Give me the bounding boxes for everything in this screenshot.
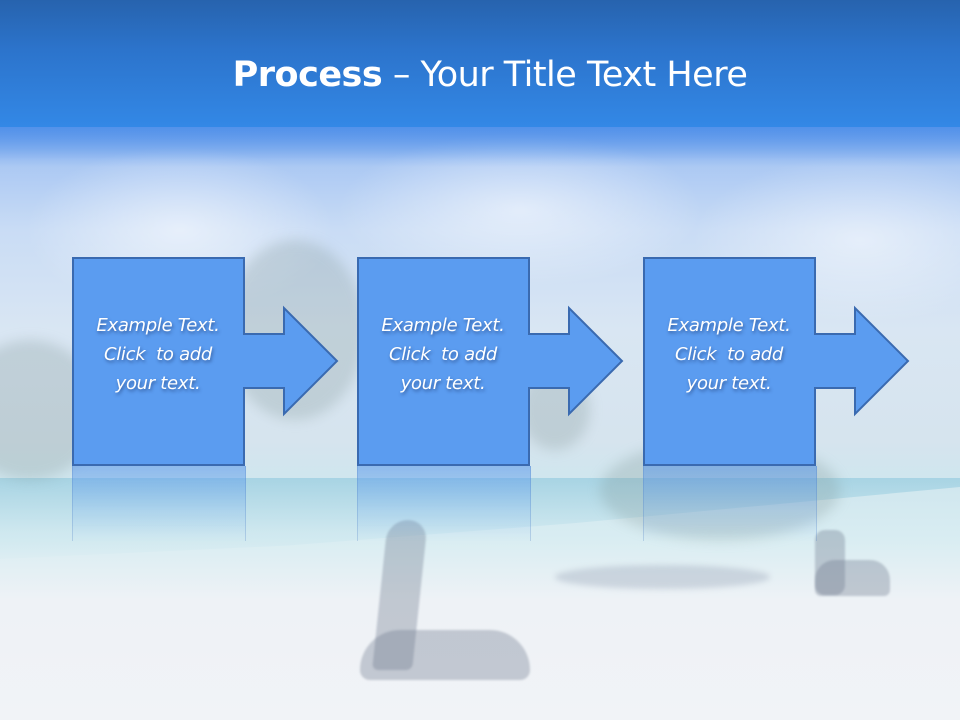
tree-roots-right	[815, 560, 890, 596]
step-text-line-2: Click to add	[674, 344, 784, 365]
process-step-1[interactable]: Example Text. Click to add your text.	[72, 257, 342, 547]
step-text-line-3: your text.	[400, 373, 486, 394]
step-reflection	[643, 466, 817, 541]
title-bold-part: Process	[232, 55, 383, 95]
step-text[interactable]: Example Text. Click to add your text.	[357, 311, 529, 398]
step-text-line-1: Example Text.	[381, 315, 505, 336]
tree-shadow	[555, 565, 770, 589]
step-text-line-1: Example Text.	[96, 315, 220, 336]
process-step-2[interactable]: Example Text. Click to add your text.	[357, 257, 627, 547]
right-arrow-icon	[72, 257, 339, 466]
step-text[interactable]: Example Text. Click to add your text.	[72, 311, 244, 398]
right-arrow-icon	[357, 257, 624, 466]
step-text-line-3: your text.	[686, 373, 772, 394]
step-text-line-2: Click to add	[388, 344, 498, 365]
tree-roots-center	[360, 630, 530, 680]
title-bar-fade	[0, 127, 960, 167]
step-text[interactable]: Example Text. Click to add your text.	[643, 311, 815, 398]
slide-title[interactable]: Process – Your Title Text Here	[0, 52, 960, 98]
step-text-line-2: Click to add	[103, 344, 213, 365]
process-step-3[interactable]: Example Text. Click to add your text.	[643, 257, 913, 547]
title-rest-part: – Your Title Text Here	[382, 55, 748, 95]
tree-trunk-right	[815, 530, 845, 595]
step-reflection	[357, 466, 531, 541]
step-text-line-1: Example Text.	[667, 315, 791, 336]
title-bar	[0, 0, 960, 127]
right-arrow-icon	[643, 257, 910, 466]
step-text-line-3: your text.	[115, 373, 201, 394]
step-reflection	[72, 466, 246, 541]
